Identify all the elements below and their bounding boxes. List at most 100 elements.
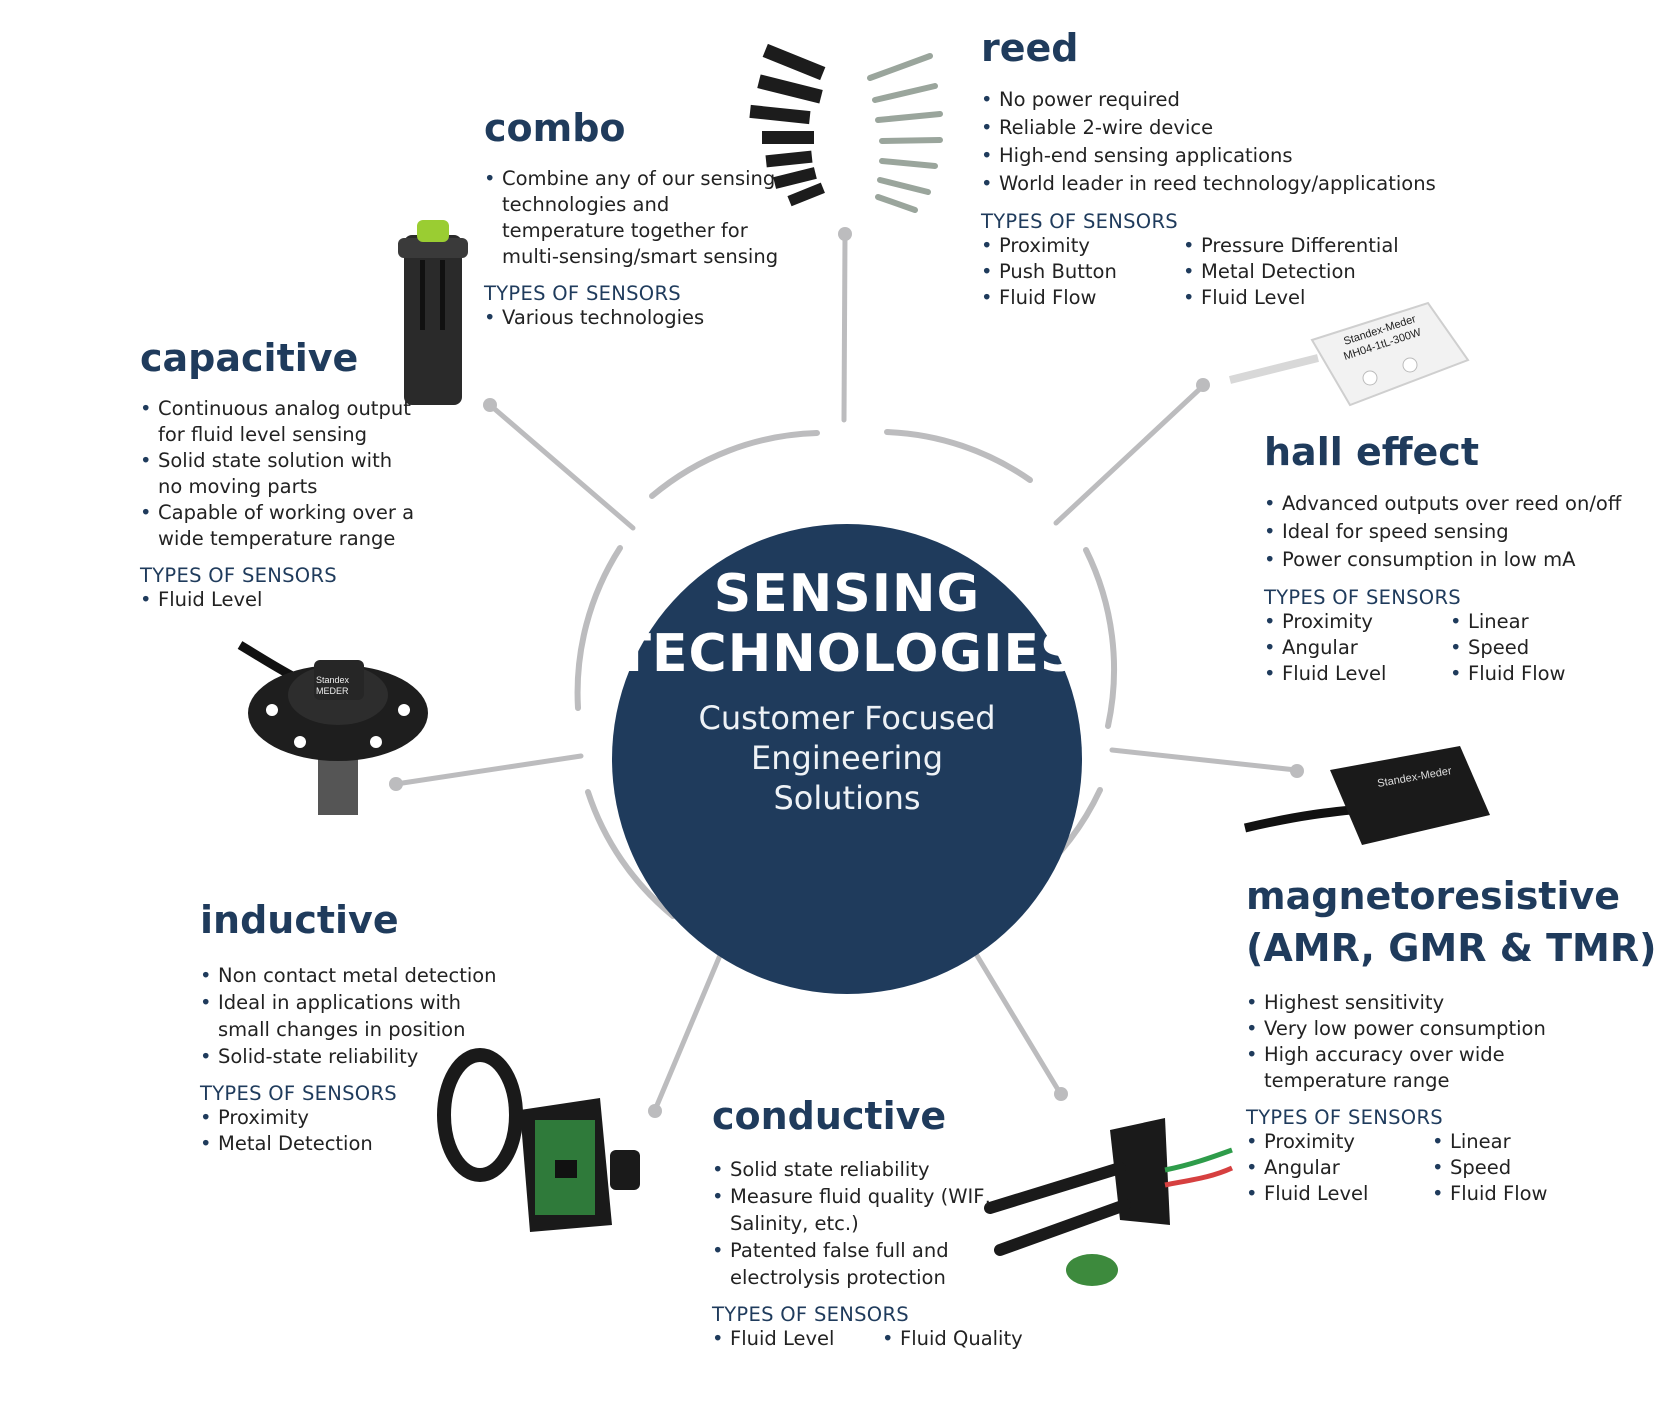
list-item: Fluid Level [1264, 661, 1436, 687]
magneto-section: magnetoresistive (AMR, GMR & TMR) Highes… [1246, 874, 1657, 1207]
list-item: Proximity [1246, 1129, 1418, 1155]
center-subtitle-line1: Customer Focused [698, 699, 996, 737]
reed-switch-image [749, 43, 943, 213]
spoke-dot [838, 227, 852, 241]
list-item: Solid state reliability [712, 1156, 1002, 1183]
capacitive-title: capacitive [140, 336, 359, 380]
combo-types: Various technologies [484, 305, 784, 331]
list-item: Angular [1264, 635, 1436, 661]
list-item: Fluid Level [712, 1326, 868, 1352]
list-item: Proximity [1264, 609, 1436, 635]
list-item: Proximity [981, 233, 1169, 259]
spoke-dot [389, 777, 403, 791]
list-item: Fluid Level [1246, 1181, 1418, 1207]
list-item: Metal Detection [200, 1131, 500, 1157]
combo-sensor-image [398, 220, 468, 405]
list-item: Proximity [200, 1105, 500, 1131]
list-item: Very low power consumption [1246, 1016, 1546, 1042]
capacitive-features: Continuous analog output for fluid level… [140, 396, 420, 552]
list-item: Power consumption in low mA [1264, 546, 1621, 574]
hall-types: Proximity Angular Fluid Level Linear Spe… [1264, 609, 1621, 687]
conductive-sensor-image [984, 1118, 1234, 1286]
hall-sensor-image: Standex-Meder MH04-1tL-300W [1229, 301, 1470, 407]
magneto-types-col1: Proximity Angular Fluid Level [1246, 1129, 1418, 1207]
magneto-sensor-image: Standex-Meder [1243, 746, 1490, 845]
ring-arc [574, 545, 623, 711]
list-item: Combine any of our sensing technologies … [484, 166, 784, 270]
inductive-features: Non contact metal detection Ideal in app… [200, 962, 500, 1070]
list-item: Solid-state reliability [200, 1043, 500, 1070]
hall-types-col2: Linear Speed Fluid Flow [1450, 609, 1610, 687]
svg-text:MEDER: MEDER [316, 686, 349, 696]
reed-types: Proximity Push Button Fluid Flow Pressur… [981, 233, 1436, 311]
conductive-types: Fluid Level Fluid Quality [712, 1326, 1023, 1352]
list-item: Highest sensitivity [1246, 990, 1546, 1016]
conductive-title: conductive [712, 1094, 947, 1138]
reed-types-col1: Proximity Push Button Fluid Flow [981, 233, 1169, 311]
list-item: Speed [1432, 1155, 1592, 1181]
capacitive-section: capacitive Continuous analog output for … [140, 336, 420, 613]
combo-title: combo [484, 106, 626, 150]
spoke-dot [483, 398, 497, 412]
reed-section: reed No power required Reliable 2-wire d… [981, 26, 1436, 311]
list-item: Angular [1246, 1155, 1418, 1181]
list-item: High-end sensing applications [981, 142, 1436, 170]
magneto-title-line1: magnetoresistive [1246, 874, 1621, 918]
spoke-dot [1196, 378, 1210, 392]
magneto-types: Proximity Angular Fluid Level Linear Spe… [1246, 1129, 1656, 1207]
list-item: Non contact metal detection [200, 962, 500, 989]
conductive-types-col2: Fluid Quality [882, 1326, 1032, 1352]
hall-title: hall effect [1264, 430, 1479, 474]
spoke-dot [1290, 764, 1304, 778]
list-item: Capable of working over a wide temperatu… [140, 500, 420, 552]
reed-types-label: TYPES OF SENSORS [981, 209, 1178, 233]
spoke-magneto [1109, 747, 1299, 773]
capacitive-sensor-image: Standex MEDER [237, 641, 428, 815]
magneto-types-label: TYPES OF SENSORS [1246, 1105, 1443, 1129]
spoke-hall [1053, 383, 1206, 526]
magneto-title-line2: (AMR, GMR & TMR) [1246, 925, 1657, 970]
capacitive-types-label: TYPES OF SENSORS [140, 563, 337, 587]
inductive-sensor-image [437, 1048, 640, 1232]
reed-features: No power required Reliable 2-wire device… [981, 86, 1436, 198]
conductive-types-label: TYPES OF SENSORS [712, 1302, 909, 1326]
inductive-types-label: TYPES OF SENSORS [200, 1081, 397, 1105]
ring-arc [585, 789, 676, 919]
magneto-features: Highest sensitivity Very low power consu… [1246, 990, 1546, 1094]
list-item: Push Button [981, 259, 1169, 285]
inductive-title: inductive [200, 898, 399, 942]
list-item: Fluid Flow [981, 285, 1169, 311]
ring-arc [884, 429, 1033, 483]
list-item: Measure fluid quality (WIF, Salinity, et… [712, 1183, 1002, 1237]
ring-arc [1083, 547, 1117, 729]
combo-section: combo Combine any of our sensing technol… [484, 106, 784, 331]
list-item: Fluid Level [1183, 285, 1403, 311]
list-item: Advanced outputs over reed on/off [1264, 490, 1621, 518]
hall-features: Advanced outputs over reed on/off Ideal … [1264, 490, 1621, 574]
svg-text:Standex: Standex [316, 675, 350, 685]
list-item: Ideal in applications with small changes… [200, 989, 500, 1043]
list-item: Solid state solution with no moving part… [140, 448, 420, 500]
reed-types-col2: Pressure Differential Metal Detection Fl… [1183, 233, 1403, 311]
spoke-inductive [652, 938, 729, 1113]
conductive-section: conductive Solid state reliability Measu… [712, 1094, 1023, 1352]
list-item: Fluid Flow [1432, 1181, 1592, 1207]
reed-title: reed [981, 26, 1079, 70]
list-item: Fluid Level [140, 587, 420, 613]
list-item: Linear [1432, 1129, 1592, 1155]
inductive-section: inductive Non contact metal detection Id… [200, 898, 500, 1157]
conductive-features: Solid state reliability Measure fluid qu… [712, 1156, 1002, 1291]
list-item: Fluid Quality [882, 1326, 1032, 1352]
list-item: Speed [1450, 635, 1610, 661]
list-item: No power required [981, 86, 1436, 114]
list-item: High accuracy over wide temperature rang… [1246, 1042, 1546, 1094]
center-subtitle-line3: Solutions [773, 779, 921, 817]
list-item: Various technologies [484, 305, 784, 331]
conductive-types-col1: Fluid Level [712, 1326, 868, 1352]
spoke-dot [1054, 1087, 1068, 1101]
list-item: Metal Detection [1183, 259, 1403, 285]
center-disc: SENSING TECHNOLOGIES Customer Focused En… [612, 524, 1082, 994]
combo-features: Combine any of our sensing technologies … [484, 166, 784, 270]
inductive-types: Proximity Metal Detection [200, 1105, 500, 1157]
